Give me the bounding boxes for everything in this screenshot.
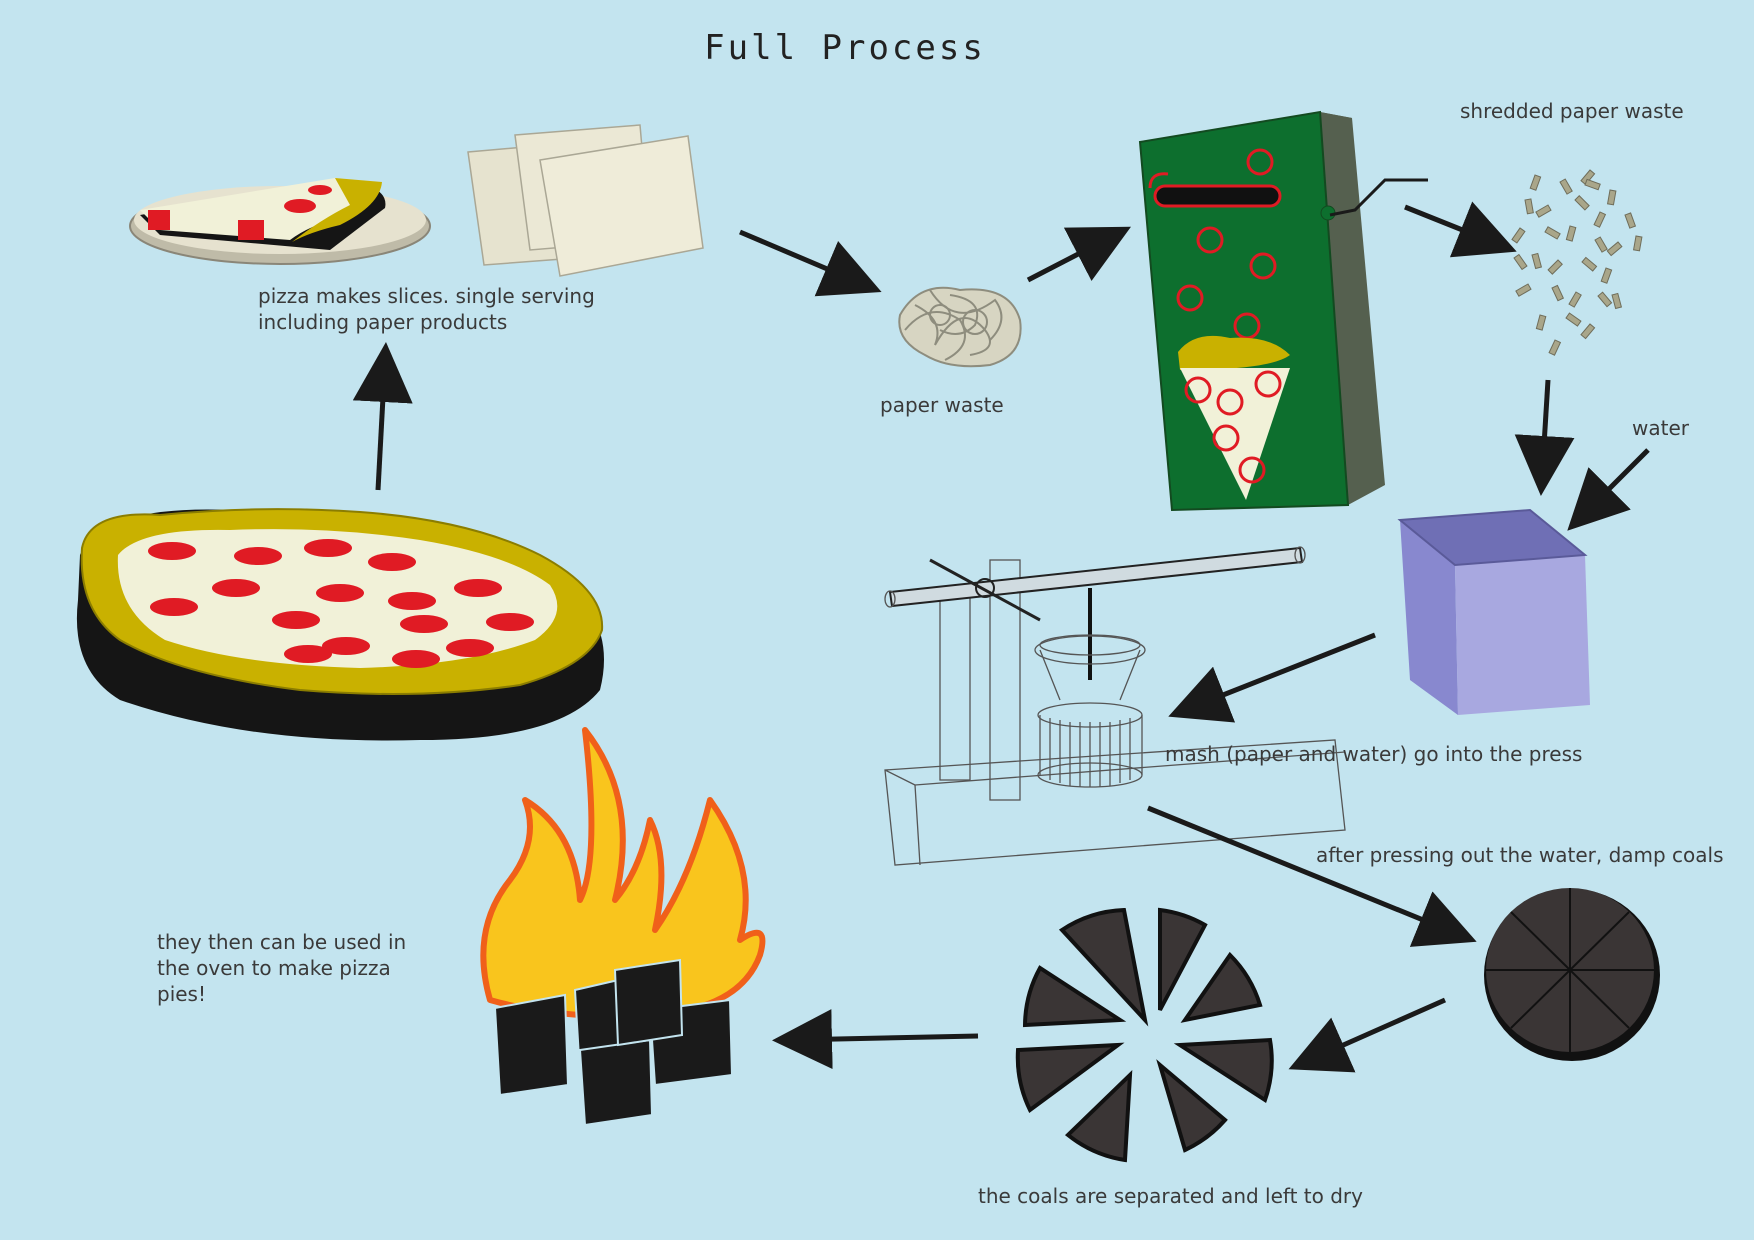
shredded-paper-icon bbox=[1511, 169, 1643, 356]
arrow-disc-to-coals bbox=[1288, 997, 1447, 1073]
damp-coal-disc-icon bbox=[1484, 888, 1660, 1061]
arrow-pizza-to-slices bbox=[352, 342, 413, 491]
napkins-icon bbox=[467, 124, 704, 277]
arrow-press-to-disc bbox=[1147, 805, 1477, 947]
arrow-shreds-to-box bbox=[1514, 379, 1575, 496]
label-mash: mash (paper and water) go into the press bbox=[1165, 742, 1583, 766]
arrow-waste-to-shredder bbox=[1026, 226, 1131, 283]
press-machine-icon bbox=[884, 546, 1346, 866]
arrow-box-to-press bbox=[1168, 632, 1376, 723]
shredder-machine-icon bbox=[1138, 110, 1428, 512]
label-shredded-paper: shredded paper waste bbox=[1460, 99, 1684, 123]
arrow-water-to-box bbox=[1567, 448, 1650, 531]
label-coals-separated: the coals are separated and left to dry bbox=[978, 1184, 1363, 1208]
label-paper-waste: paper waste bbox=[880, 393, 1004, 417]
arrow-coals-to-fire bbox=[772, 1009, 979, 1070]
water-box-icon bbox=[1397, 508, 1590, 715]
fire-coals-icon bbox=[480, 727, 766, 1127]
paper-waste-icon bbox=[898, 286, 1022, 368]
arrow-slices-to-waste bbox=[739, 229, 882, 297]
label-oven-use: they then can be used in the oven to mak… bbox=[157, 930, 407, 1006]
whole-pizza-icon bbox=[76, 508, 605, 741]
label-water: water bbox=[1632, 416, 1689, 440]
pizza-slice-plate-icon bbox=[129, 178, 431, 265]
page-title: Full Process bbox=[704, 28, 986, 68]
arrow-shredder-to-shreds bbox=[1404, 201, 1517, 258]
label-damp-coals: after pressing out the water, damp coals bbox=[1316, 843, 1724, 867]
flow-arrows bbox=[352, 201, 1650, 1073]
separated-coals-icon bbox=[1015, 907, 1274, 1163]
label-pizza-slices: pizza makes slices. single serving inclu… bbox=[258, 284, 595, 334]
